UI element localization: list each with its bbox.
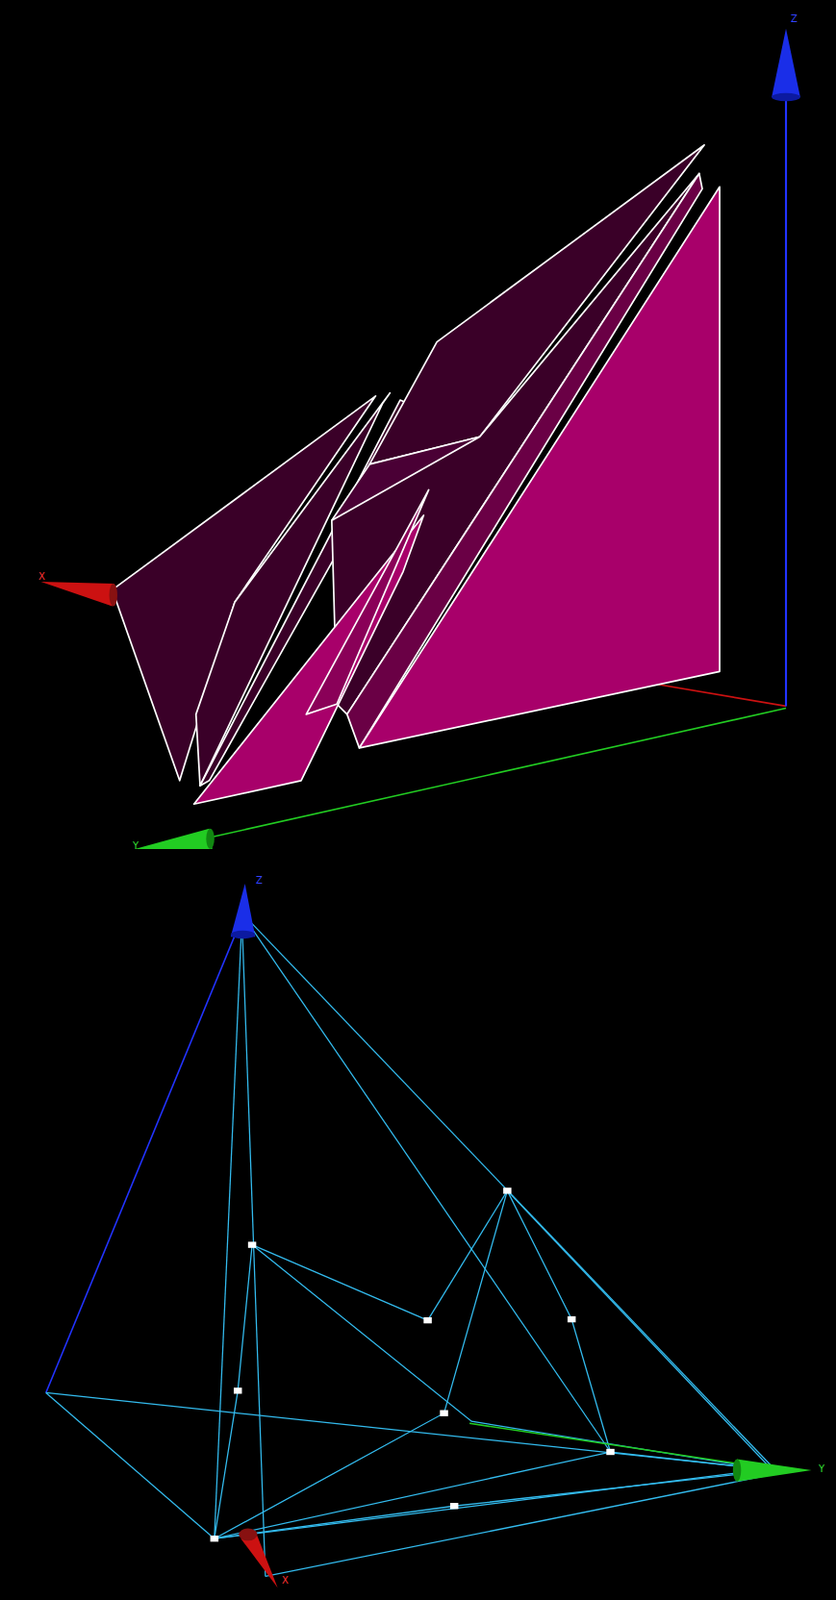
- axis-label: X: [281, 1575, 289, 1588]
- vertex-markers: [210, 1188, 615, 1543]
- axis-label: Z: [255, 875, 263, 887]
- axis-label: Z: [790, 13, 798, 26]
- axes-top-front: [40, 582, 786, 850]
- axis-label: X: [38, 571, 46, 583]
- wireframe: [46, 918, 777, 1577]
- axis-label: Y: [132, 840, 139, 853]
- axes-bottom: [230, 884, 812, 1589]
- axis-label: Y: [818, 1464, 825, 1476]
- folded-surface: [112, 145, 720, 805]
